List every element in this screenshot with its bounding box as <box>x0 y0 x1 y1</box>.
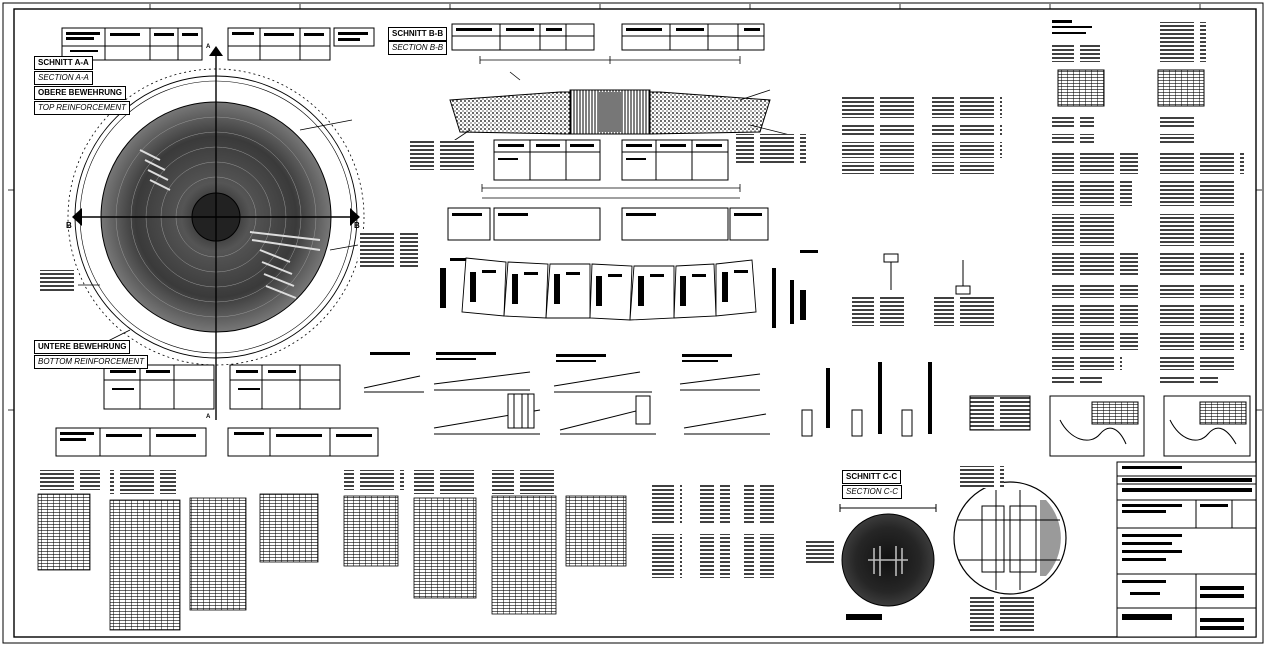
callout-box <box>969 395 1031 431</box>
bar-list-symbols <box>652 484 774 578</box>
sloped-detail-labels <box>370 352 732 362</box>
plan-right-note <box>358 232 418 268</box>
bottom-reinforcement-title-de: UNTERE BEWEHRUNG <box>34 340 131 354</box>
right-small-table-2 <box>1157 69 1205 107</box>
section-bb-core-center <box>598 92 622 132</box>
section-cc-left-note <box>806 540 840 564</box>
small-details-top <box>883 253 971 295</box>
section-bb-dimension-lines <box>479 56 741 64</box>
bar-vertical-detail <box>772 250 818 328</box>
sheet-inner-border <box>13 8 1257 638</box>
top-reinforcement-title-en: TOP REINFORCEMENT <box>34 101 131 115</box>
section-cc-scale <box>846 614 882 620</box>
detail-circle-bottom-note <box>970 596 1036 632</box>
bar-shape-panels <box>461 257 757 321</box>
section-bb-title-de: SCHNITT B-B <box>388 27 448 41</box>
sloped-details <box>363 371 770 435</box>
section-marker-b-left: B <box>66 221 72 230</box>
section-bb-left-note <box>410 140 476 170</box>
bar-shape-text <box>440 258 748 308</box>
sloped-detail-bolts <box>507 393 651 429</box>
section-cc-core <box>868 546 908 576</box>
bottom-schedule-tables <box>55 364 379 457</box>
title-block-text <box>1122 466 1252 630</box>
section-marker-a-top: A <box>206 44 211 50</box>
plan-bar-groups <box>139 149 321 299</box>
detail-note-1 <box>852 296 904 326</box>
section-marker-b-right: B <box>354 221 360 230</box>
detail-circle-fill <box>1040 500 1061 576</box>
top-reinforcement-title-de: OBERE BEWEHRUNG <box>34 86 127 100</box>
vertical-bar-text <box>826 362 932 434</box>
plan-left-note <box>40 270 78 292</box>
detail-note-2 <box>934 296 1000 326</box>
right-small-table-1 <box>1057 69 1105 107</box>
bar-list-headers <box>38 470 558 494</box>
section-bb-right-note <box>736 134 806 164</box>
section-cc-frame <box>839 504 937 512</box>
section-bb-top-table-text <box>456 28 760 31</box>
section-marker-a-bottom: A <box>206 414 211 420</box>
bottom-reinforcement-title-en: BOTTOM REINFORCEMENT <box>34 355 149 369</box>
right-notes-text <box>1052 22 1244 384</box>
section-cc-title-de: SCHNITT C-C <box>842 470 902 484</box>
section-marker-top-arrow <box>209 46 223 56</box>
section-aa-title-de: SCHNITT A-A <box>34 56 93 70</box>
section-bb-title-en: SECTION B-B <box>388 41 448 55</box>
right-curve-details <box>1049 395 1251 457</box>
section-bb-mid-table-text <box>452 144 762 216</box>
bottom-table-text <box>60 370 372 441</box>
top-table-text <box>66 32 368 52</box>
section-aa-title-en: SECTION A-A <box>34 71 93 85</box>
grid-ticks <box>8 4 1262 411</box>
section-cc-title-en: SECTION C-C <box>842 485 902 499</box>
right-notes-col-1 <box>1052 20 1092 34</box>
detail-circle-parts <box>958 490 1060 590</box>
bar-list-tables <box>37 493 627 631</box>
vertical-bar-details <box>801 409 913 437</box>
general-notes <box>842 96 1002 174</box>
section-bb-dim-base <box>481 184 741 199</box>
section-marker-right-arrow <box>350 208 360 226</box>
detail-circle-top-note <box>954 466 1004 488</box>
section-marker-left-arrow <box>72 208 82 226</box>
plan-axes <box>80 50 354 420</box>
